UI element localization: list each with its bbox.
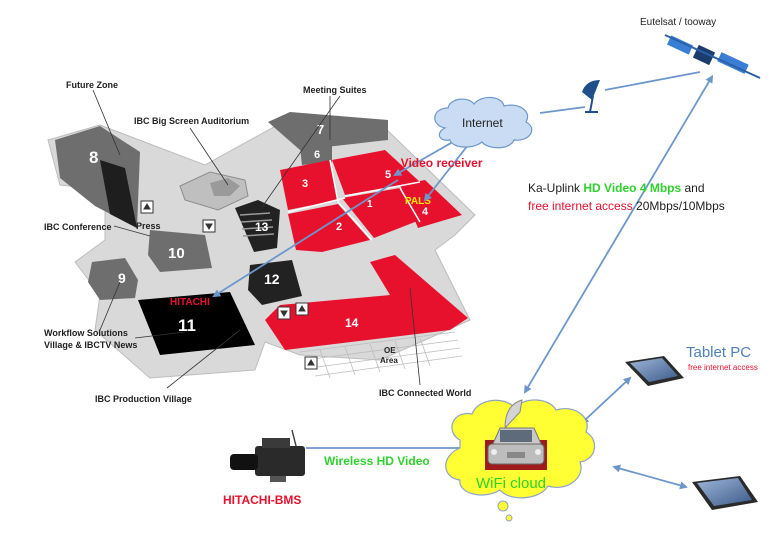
satellite-label: Eutelsat / tooway: [640, 17, 716, 28]
hall-4-number: 4: [422, 206, 429, 218]
auditorium-hex: [210, 178, 240, 196]
hall-2-number: 2: [336, 221, 342, 233]
hitachi-booth-label: HITACHI: [170, 297, 210, 308]
floorplan: 8 7 6 5 3 1 2 4 13 10 9 12 11 14 HITACHI…: [47, 89, 476, 389]
link-wifi-tablet1: [580, 376, 632, 425]
uplink-line2: free internet access 20Mbps/10Mbps: [528, 199, 725, 213]
hall-7[interactable]: [268, 112, 388, 150]
camera-icon: [230, 429, 305, 482]
conference-label: IBC Conference: [44, 222, 112, 232]
uplink-rates: 20Mbps/10Mbps: [633, 199, 725, 213]
hall-11-number: 11: [178, 316, 196, 335]
hall-6[interactable]: [300, 145, 332, 165]
uplink-free-internet: free internet access: [528, 199, 633, 213]
wireless-hd-label: Wireless HD Video: [324, 454, 430, 468]
hall-1-number: 1: [367, 199, 373, 210]
future-zone-label: Future Zone: [66, 80, 118, 90]
car-icon: [485, 399, 547, 470]
hd-receiver-label: HD Video receiver: [380, 156, 483, 170]
oe-label-line2: Area: [380, 356, 398, 365]
hall-2[interactable]: [288, 204, 370, 252]
hall-7-number: 7: [317, 122, 324, 137]
uplink-hd-rate: HD Video 4 Mbps: [583, 181, 681, 195]
camera-label: HITACHI-BMS: [223, 493, 301, 507]
uplink-and: and: [681, 181, 704, 195]
link-ka-uplink: [523, 74, 714, 394]
link-dish-satellite: [604, 71, 701, 91]
oe-area: [299, 331, 463, 379]
hall-3[interactable]: [280, 160, 338, 210]
production-village-label: IBC Production Village: [95, 394, 192, 404]
big-screen-label: IBC Big Screen Auditorium: [134, 116, 249, 126]
hall-12[interactable]: [248, 260, 302, 305]
link-satellite-internet: [539, 106, 586, 114]
hall-8-dark: [100, 160, 137, 228]
hall-14[interactable]: [265, 255, 468, 350]
hall-8-number: 8: [89, 148, 98, 167]
workflow-label-line2: Village & IBCTV News: [44, 340, 137, 350]
hall-3-number: 3: [302, 178, 308, 190]
hall-5[interactable]: [332, 150, 420, 195]
hall-13-number: 13: [255, 220, 269, 234]
satellite-icon: [664, 34, 761, 79]
hall-1[interactable]: [342, 188, 420, 238]
hall-10[interactable]: [148, 230, 212, 272]
link-wifi-tablet2: [612, 464, 688, 490]
tablet-sub-label: free internet access: [688, 363, 758, 372]
uplink-prefix: Ka-Uplink: [528, 181, 583, 195]
hall-6-number: 6: [314, 149, 320, 161]
floorplan-leaders: [92, 89, 421, 389]
hall-5-number: 5: [385, 169, 391, 181]
wifi-label: WiFi cloud: [476, 475, 546, 492]
uplink-line1: Ka-Uplink HD Video 4 Mbps and: [528, 181, 705, 195]
elevator-icon: [140, 200, 318, 370]
link-internet-pals: [423, 139, 473, 202]
hall-11[interactable]: [138, 292, 255, 355]
pals-booth-label: PALS: [405, 196, 431, 207]
hall-10-number: 10: [168, 245, 185, 262]
press-label: Press: [136, 221, 161, 231]
hall-14-number: 14: [345, 316, 359, 330]
oe-label-line1: OE: [384, 346, 396, 355]
connection-lines: [212, 71, 714, 490]
dish-icon: [582, 80, 600, 113]
tablet-icon: [625, 356, 684, 386]
tablet-icon-2: [692, 476, 758, 510]
connected-world-label: IBC Connected World: [379, 388, 471, 398]
meeting-suites-label: Meeting Suites: [303, 85, 367, 95]
hall-9-number: 9: [118, 270, 126, 286]
cloud-icon: [434, 96, 533, 149]
workflow-label-line1: Workflow Solutions: [44, 328, 128, 338]
internet-label: Internet: [462, 116, 503, 130]
hall-12-number: 12: [264, 271, 280, 287]
hall-4[interactable]: [400, 180, 462, 228]
tablet-label: Tablet PC: [686, 344, 751, 361]
hall-9[interactable]: [88, 258, 138, 300]
link-receiver-hitachi: [212, 179, 399, 298]
